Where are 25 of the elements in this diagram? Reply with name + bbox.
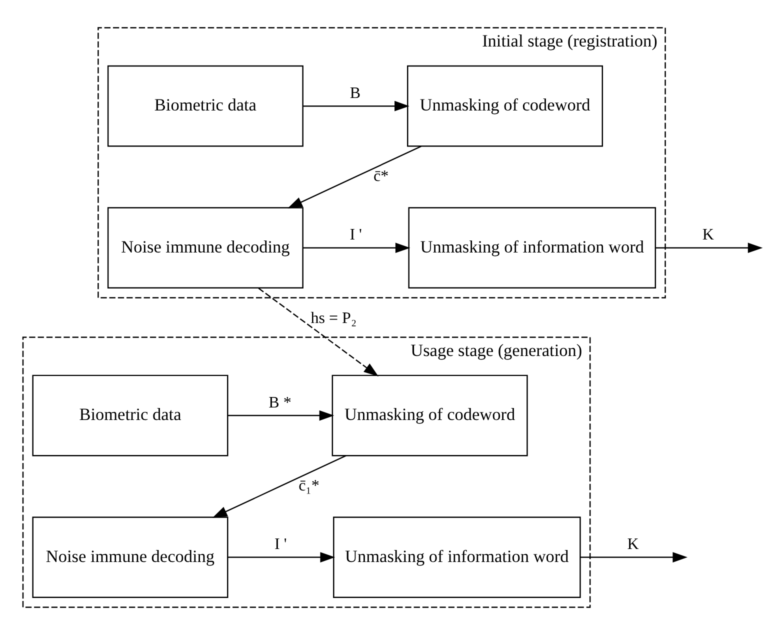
edge-label: B <box>350 84 361 102</box>
arrow <box>228 410 334 421</box>
arrow <box>303 100 410 112</box>
edge-label: I ' <box>350 226 362 244</box>
node-box: Unmasking of information word <box>408 207 656 289</box>
node-box: Noise immune decoding <box>32 516 228 598</box>
arrow <box>212 455 346 518</box>
arrow <box>303 242 410 254</box>
node-box: Noise immune decoding <box>107 207 304 289</box>
arrow <box>228 552 336 562</box>
edge-label: c̄* <box>374 168 389 186</box>
arrow <box>580 552 688 562</box>
node-box: Unmasking of codeword <box>407 65 604 147</box>
edge-label: B * <box>268 394 292 412</box>
edge-label: K <box>702 226 714 244</box>
arrow <box>656 242 763 254</box>
edge-label: I ' <box>274 536 287 554</box>
edge-label: c̄₁* <box>298 478 320 495</box>
node-box: Biometric data <box>107 65 304 147</box>
node-box: Biometric data <box>32 374 228 456</box>
edge-label: K <box>627 536 639 554</box>
arrow <box>288 146 422 208</box>
node-box: Unmasking of information word <box>333 516 581 598</box>
edge-label: hs = P₂ <box>310 310 357 327</box>
node-box: Unmasking of codeword <box>332 374 528 456</box>
